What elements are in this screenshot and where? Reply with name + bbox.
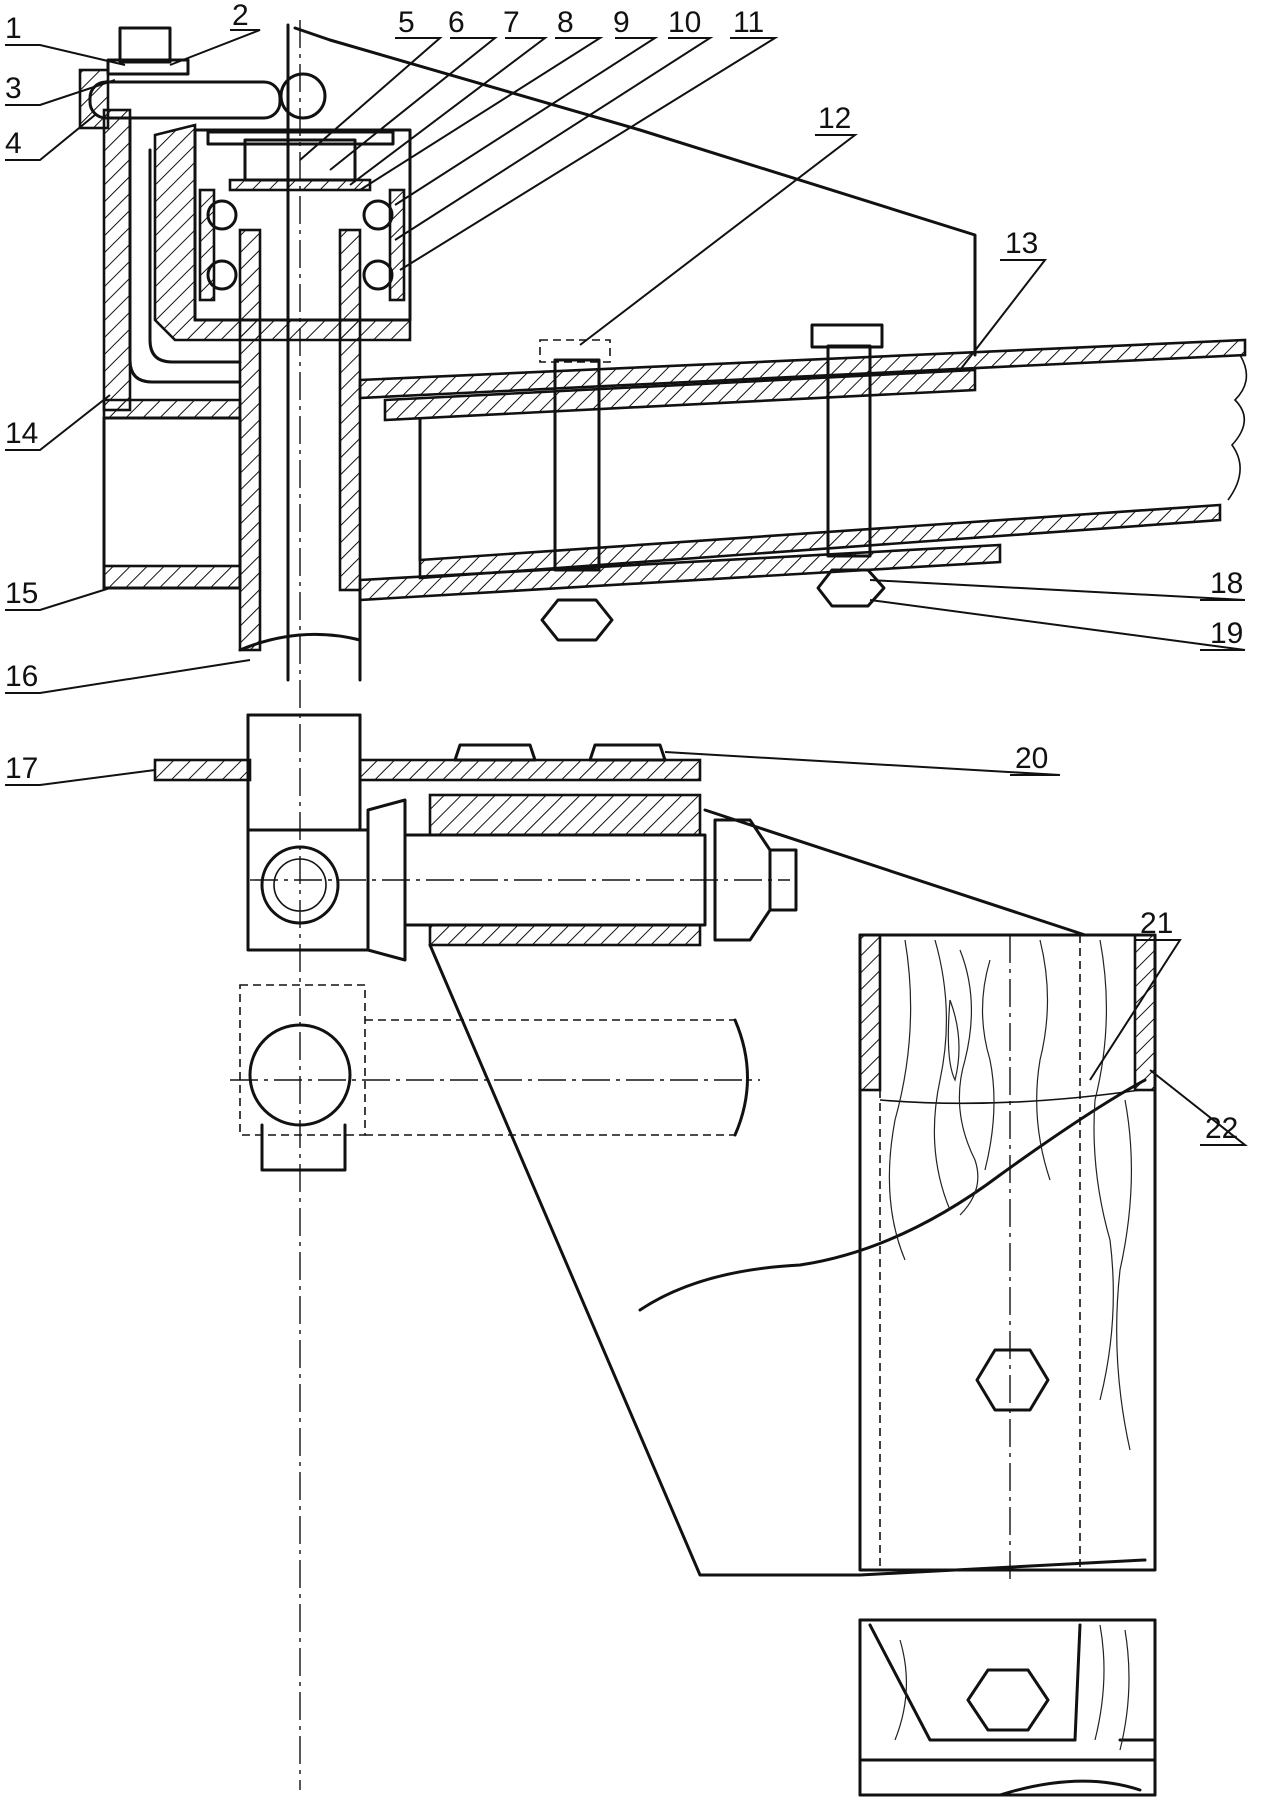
beam-top-plate	[358, 338, 1247, 400]
arm-outline	[428, 808, 1147, 1577]
axle-sleeve-bottom	[428, 923, 702, 947]
leg-lower-strap	[868, 1623, 1082, 1742]
slider-block	[428, 793, 702, 837]
arm-cut-line	[638, 1078, 1147, 1312]
plate-bolt-2	[588, 743, 667, 762]
callout-22: 22	[1205, 1112, 1238, 1145]
spindle-tube-wall-right	[338, 228, 362, 592]
tube-box-left	[102, 416, 242, 590]
leg-upper-outline	[858, 933, 1157, 1572]
wood-grain-lower	[894, 1624, 1130, 1751]
top-washer	[228, 178, 372, 192]
bolt-right	[810, 323, 886, 608]
callout-17: 13	[1005, 227, 1038, 260]
upper-assembly	[78, 20, 1248, 1790]
spindle-tube-wall-left	[238, 228, 262, 652]
lower-plate-left	[102, 564, 242, 590]
beam-bottom-plate-2	[418, 503, 1222, 580]
leg-sleeve-left	[858, 933, 882, 1092]
housing-top-flange	[102, 398, 242, 420]
leg-cut-end	[998, 1779, 1142, 1797]
ball-joint-housing	[239, 984, 366, 1136]
bearing-balls	[198, 188, 406, 302]
callout-7: 1	[5, 12, 22, 45]
bearing-housing	[153, 123, 412, 342]
callout-2: 16	[5, 660, 38, 693]
bearing-cup	[193, 128, 412, 322]
plate-bolt-1	[453, 743, 537, 762]
callout-20: 20	[1015, 742, 1048, 775]
callout-15: 11	[733, 6, 764, 39]
ball-joint	[248, 1023, 352, 1127]
callout-8: 2	[232, 0, 249, 32]
knuckle-bore	[260, 845, 340, 925]
cotter-block	[118, 26, 172, 64]
wooden-leg	[858, 933, 1157, 1797]
callout-21: 21	[1140, 907, 1173, 940]
pin-washer	[106, 58, 190, 76]
callout-11: 7	[503, 6, 520, 39]
spindle-tube-bottom	[238, 632, 362, 652]
callout-3: 15	[5, 577, 38, 610]
callout-10: 6	[448, 6, 465, 39]
housing-inner-bend	[128, 118, 242, 384]
beam-break-line	[1227, 354, 1248, 501]
lower-assembly	[153, 713, 1147, 1577]
housing-inner-bend-2	[148, 148, 242, 364]
pin-nut	[78, 68, 110, 130]
leg-bolt-upper	[975, 1348, 1050, 1412]
pin-end-circle	[279, 72, 327, 120]
callout-12: 8	[557, 6, 574, 39]
callout-16: 12	[818, 102, 851, 135]
callout-14: 10	[668, 6, 701, 39]
callouts: 1 2 3 4 5 6 7 8 9 10 11 12 13 14 15 16 1…	[5, 0, 1248, 1146]
leg-bolt-lower	[966, 1668, 1050, 1732]
knuckle-bore-inner	[273, 858, 327, 912]
callout-4: 14	[5, 417, 38, 450]
beam-bottom-plate	[358, 543, 1002, 602]
callout-19: 19	[1210, 617, 1243, 650]
callout-5: 4	[5, 127, 22, 160]
callout-1: 17	[5, 752, 38, 785]
lower-plate	[153, 758, 252, 782]
bracket-plate	[293, 26, 977, 357]
callout-6: 3	[5, 72, 22, 105]
tie-rod	[365, 1019, 735, 1136]
callout-13: 9	[613, 6, 630, 39]
top-bar-plate	[358, 758, 702, 782]
leg-sleeve-right	[1133, 933, 1157, 1092]
axle-cotter	[768, 848, 798, 912]
callout-18: 18	[1210, 567, 1243, 600]
top-cap	[206, 130, 395, 146]
bolt-left	[539, 339, 614, 642]
housing-left-wall	[102, 108, 132, 412]
wood-grain-upper	[888, 939, 1133, 1451]
callout-9: 5	[398, 6, 415, 39]
